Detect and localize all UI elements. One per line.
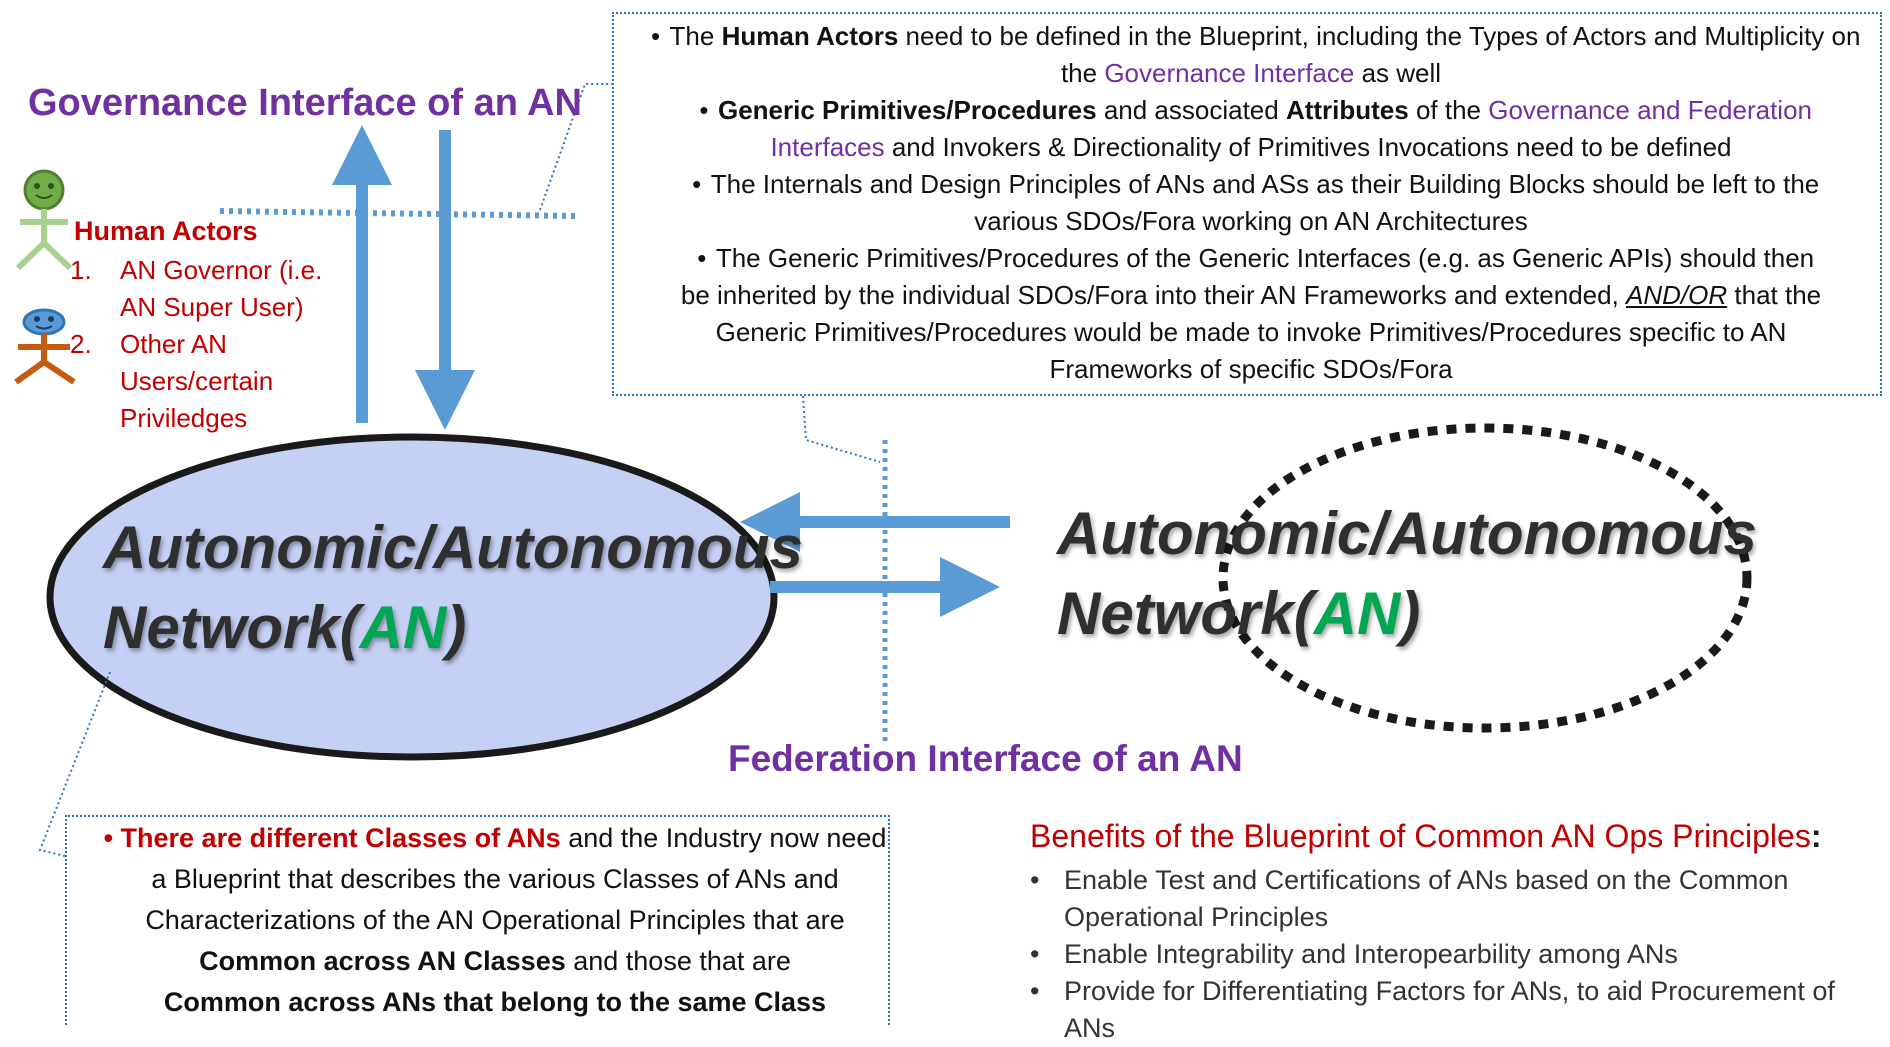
benefit-item: Enable Integrability and Interopearbilit… xyxy=(1030,936,1890,973)
bottom-note-text: • There are different Classes of ANs and… xyxy=(103,823,887,1017)
governance-interface-title: Governance Interface of an AN xyxy=(28,82,582,124)
right-an-line1: Autonomic/Autonomous xyxy=(1057,500,1757,567)
human-actor-item: 2.Other AN Users/certain Priviledges xyxy=(70,329,274,433)
top-note-primitives: •Generic Primitives/Procedures and assoc… xyxy=(699,95,1813,162)
federation-interface-title: Federation Interface of an AN xyxy=(728,738,1243,779)
benefit-item: Enable Test and Certifications of ANs ba… xyxy=(1030,862,1890,936)
bottom-notes-box xyxy=(65,815,890,1025)
left-an-ellipse xyxy=(46,433,778,761)
governance-interface-line xyxy=(219,208,576,219)
governor-actor-icon xyxy=(15,169,73,271)
benefits-list: Enable Test and Certifications of ANs ba… xyxy=(1030,862,1890,1047)
human-actors-list: 1.AN Governor (i.e. AN Super User) 2.Oth… xyxy=(70,252,330,437)
top-notes-box xyxy=(612,12,1882,396)
other-user-face xyxy=(34,316,54,330)
benefit-item: Provide for Differentiating Factors for … xyxy=(1030,973,1890,1047)
left-an-line2: Network(AN) xyxy=(103,594,467,661)
right-an-abbrev: AN xyxy=(1313,580,1401,647)
top-note-internals: •The Internals and Design Principles of … xyxy=(692,169,1820,236)
governor-face xyxy=(34,183,54,199)
top-note-human-actors: •The Human Actors need to be defined in … xyxy=(650,21,1861,88)
top-callout-connector-2 xyxy=(802,395,881,463)
bottom-callout-connector xyxy=(38,671,111,857)
top-note-inheritance: •The Generic Primitives/Procedures of th… xyxy=(680,243,1822,384)
human-actor-item: 1.AN Governor (i.e. AN Super User) xyxy=(70,255,323,322)
human-actors-title: Human Actors xyxy=(74,216,258,246)
left-an-line1: Autonomic/Autonomous xyxy=(103,514,803,581)
right-an-ellipse xyxy=(1218,423,1752,733)
right-an-line2: Network(AN) xyxy=(1057,580,1421,647)
diagram-canvas xyxy=(14,83,1752,857)
left-an-abbrev: AN xyxy=(359,594,447,661)
top-callout-connector xyxy=(539,83,612,211)
other-user-actor-icon xyxy=(14,308,76,385)
benefits-title: Benefits of the Blueprint of Common AN O… xyxy=(1030,818,1822,854)
classes-of-ans-highlight: There are different Classes of ANs xyxy=(120,823,561,853)
left-an-label: Autonomic/Autonomous Network(AN) xyxy=(103,508,803,668)
right-an-label: Autonomic/Autonomous Network(AN) xyxy=(1057,494,1757,654)
top-notes-list: •The Human Actors need to be defined in … xyxy=(620,18,1882,388)
